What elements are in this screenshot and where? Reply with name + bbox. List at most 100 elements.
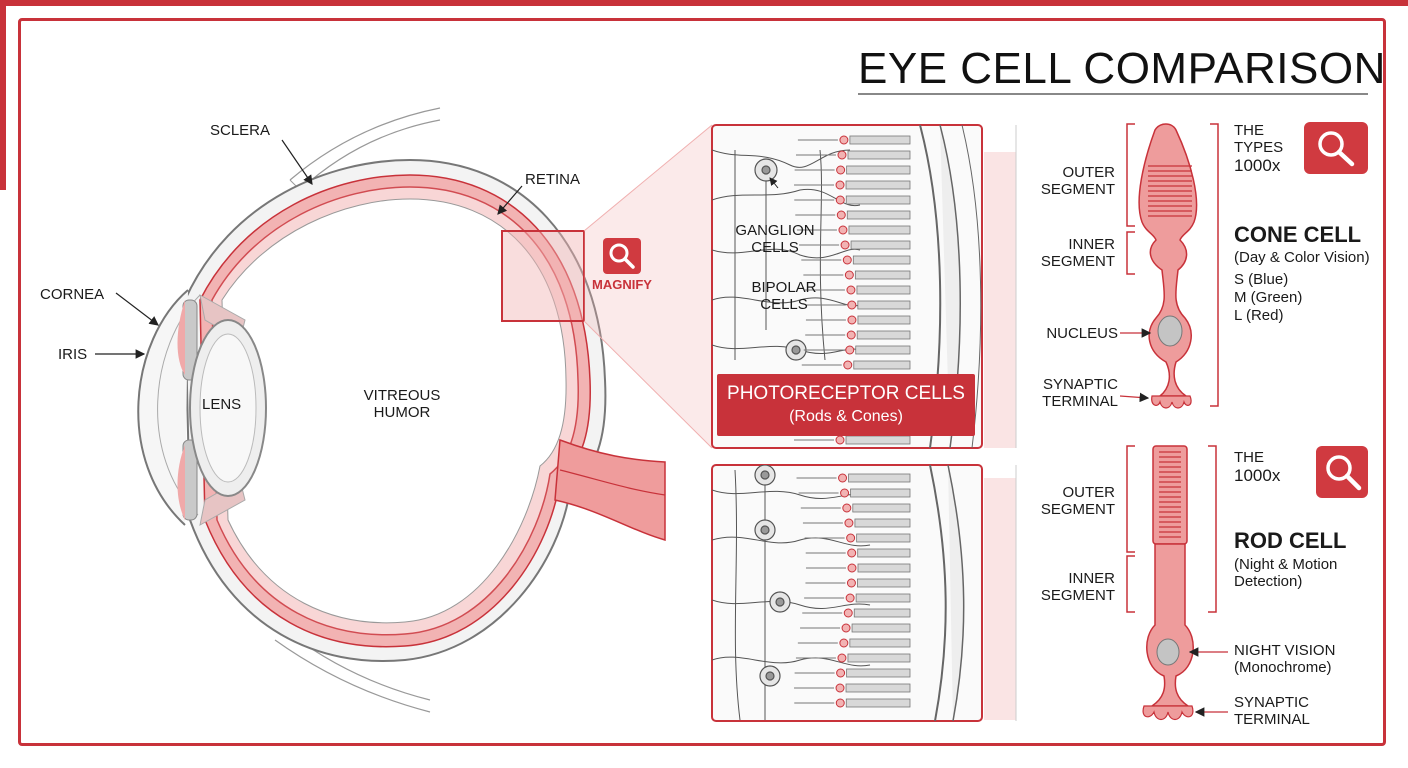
cone-cell-illustration (1119, 123, 1219, 409)
rod-inner-segment-label: INNER SEGMENT (1040, 570, 1115, 604)
magnifier-icon (1316, 446, 1368, 498)
photoreceptor-segment (856, 330, 911, 340)
photoreceptor-nucleus (835, 683, 845, 693)
photoreceptor-nucleus (843, 608, 853, 618)
photoreceptor-nucleus (840, 240, 850, 250)
diagram-frame (18, 18, 1386, 746)
photoreceptor-nucleus (838, 225, 848, 235)
photoreceptor-nucleus (837, 653, 847, 663)
photoreceptor-segment (848, 225, 911, 235)
photoreceptor-nucleus (839, 638, 849, 648)
photoreceptor-segment (847, 150, 911, 160)
photoreceptor-nucleus (846, 330, 856, 340)
photoreceptor-segment (853, 360, 911, 370)
photoreceptor-nucleus (836, 210, 846, 220)
photoreceptor-nucleus (842, 255, 852, 265)
photoreceptor-nucleus (846, 578, 856, 588)
cone-cell-function: (Day & Color Vision) (1234, 249, 1370, 266)
photoreceptor-nucleus (846, 533, 856, 543)
photoreceptor-segment (856, 533, 911, 543)
cone-type-l: L (Red) (1234, 307, 1284, 324)
photoreceptor-nucleus (843, 360, 853, 370)
photoreceptor-nucleus (835, 435, 845, 445)
cone-inner-segment-label: INNER SEGMENT (1040, 236, 1115, 270)
photoreceptor-nucleus (835, 180, 845, 190)
title-underline (858, 93, 1368, 95)
cone-outer-segment-label: OUTER SEGMENT (1040, 164, 1115, 198)
photoreceptor-segment (850, 488, 911, 498)
cone-nucleus-label: NUCLEUS (1046, 325, 1118, 342)
photoreceptor-segment (850, 240, 911, 250)
photoreceptor-rows-bottom (794, 473, 911, 708)
photoreceptor-nucleus (845, 593, 855, 603)
photoreceptor-segment (857, 578, 911, 588)
sclera-label: SCLERA (210, 122, 271, 139)
photoreceptor-segment (845, 435, 911, 445)
side-border (0, 0, 6, 190)
eye-leader-lines (95, 139, 523, 359)
photoreceptor-nucleus (840, 488, 850, 498)
eye-cross-section (137, 107, 713, 713)
photoreceptor-nucleus (842, 503, 852, 513)
photoreceptor-segment (854, 270, 911, 280)
cornea-label: CORNEA (40, 286, 105, 303)
lens-label: LENS (202, 396, 242, 413)
page-title: EYE CELL COMPARISON (858, 44, 1386, 93)
photoreceptor-segment (846, 668, 911, 678)
cone-type-s: S (Blue) (1234, 271, 1289, 288)
iris-label: IRIS (58, 346, 88, 363)
rod-synaptic-terminal-label: SYNAPTIC TERMINAL (1234, 694, 1310, 728)
bipolar-cells-label: BIPOLAR CELLS (751, 279, 817, 313)
photoreceptor-segment (855, 345, 911, 355)
photoreceptor-nucleus (837, 150, 847, 160)
photoreceptor-segment (849, 135, 911, 145)
retina-label: RETINA (525, 171, 581, 188)
photoreceptor-segment (845, 698, 911, 708)
photoreceptor-title: PHOTORECEPTOR CELLS (727, 383, 965, 404)
cone-types-label: THE TYPES 1000x (1234, 122, 1284, 175)
photoreceptor-nucleus (846, 285, 856, 295)
photoreceptor-nucleus (847, 315, 857, 325)
rod-magnification-label: THE 1000x (1234, 449, 1281, 485)
cone-cell-title: CONE CELL (1234, 222, 1362, 247)
photoreceptor-segment (857, 548, 911, 558)
rod-cell-function: (Night & Motion Detection) (1234, 556, 1338, 590)
photoreceptor-nucleus (847, 548, 857, 558)
photoreceptor-nucleus (844, 518, 854, 528)
photoreceptor-segment (845, 195, 911, 205)
rod-night-vision-label: NIGHT VISION (Monochrome) (1234, 642, 1336, 676)
photoreceptor-nucleus (839, 135, 849, 145)
photoreceptor-segment (849, 638, 911, 648)
photoreceptor-nucleus (835, 195, 845, 205)
photoreceptor-nucleus (838, 473, 848, 483)
cone-synaptic-terminal-label: SYNAPTIC TERMINAL (1042, 376, 1118, 410)
photoreceptor-segment (847, 653, 911, 663)
photoreceptor-cells-label: PHOTORECEPTOR CELLS (Rods & Cones) (717, 374, 975, 436)
photoreceptor-nucleus (835, 698, 845, 708)
photoreceptor-segment (845, 683, 911, 693)
ganglion-cells-label: GANGLION CELLS (735, 222, 815, 256)
magnify-label: MAGNIFY (592, 277, 652, 292)
photoreceptor-segment (852, 255, 911, 265)
photoreceptor-nucleus (845, 345, 855, 355)
rod-cell-title: ROD CELL (1234, 528, 1347, 553)
photoreceptor-segment (855, 593, 911, 603)
photoreceptor-nucleus (847, 300, 857, 310)
photoreceptor-segment (857, 315, 911, 325)
photoreceptor-segment (845, 180, 911, 190)
photoreceptor-segment (854, 518, 911, 528)
photoreceptor-nucleus (836, 165, 846, 175)
photoreceptor-subtitle: (Rods & Cones) (789, 408, 903, 425)
vitreous-humor-label: VITREOUS HUMOR (363, 387, 441, 421)
photoreceptor-segment (857, 300, 911, 310)
magnifier-icon (1304, 122, 1368, 174)
cone-type-m: M (Green) (1234, 289, 1303, 306)
photoreceptor-segment (853, 608, 911, 618)
photoreceptor-nucleus (836, 668, 846, 678)
photoreceptor-segment (857, 563, 911, 573)
top-border (0, 0, 1408, 6)
photoreceptor-segment (852, 503, 911, 513)
magnifier-icon (603, 238, 641, 274)
photoreceptor-segment (851, 623, 911, 633)
